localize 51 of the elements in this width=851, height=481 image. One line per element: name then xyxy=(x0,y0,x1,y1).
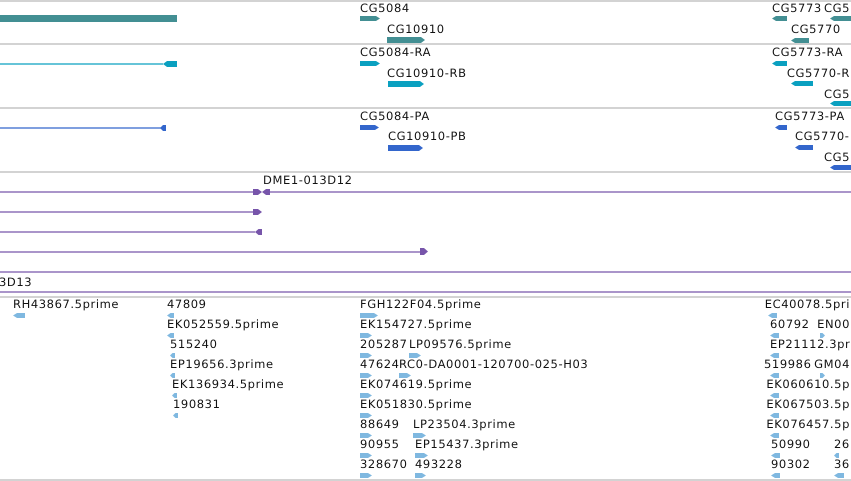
feature-label: CG10910-PB xyxy=(388,130,466,143)
feature-label: EK051830.5prime xyxy=(360,398,472,411)
feature-label: CG5773 xyxy=(772,2,822,15)
feature-label: RC0-DA0001-120700-025-H03 xyxy=(399,358,588,371)
feature-label: CG5 xyxy=(824,2,850,15)
feature-label: CG5084 xyxy=(360,2,410,15)
feature-label: CG5084-PA xyxy=(360,110,430,123)
feature-label: EK052559.5prime xyxy=(167,318,280,331)
feature-label: DME1-013D12 xyxy=(263,174,353,187)
feature-label: EK136934.5prime xyxy=(172,378,284,391)
feature-label: EK074619.5prime xyxy=(360,378,472,391)
feature-label: 47809 xyxy=(167,298,207,311)
feature-label: EK060610.5p xyxy=(766,378,850,391)
feature-label: CG10910-RB xyxy=(387,67,467,80)
feature-label: GM04 xyxy=(814,358,850,371)
feature-label: EN00 xyxy=(817,318,850,331)
feature-label: 90955 xyxy=(360,438,400,451)
feature-label: 88649 xyxy=(360,418,400,431)
feature-label: 205287 xyxy=(360,338,408,351)
feature-label: RH43867.5prime xyxy=(13,298,120,311)
feature-label: 328670 xyxy=(360,458,408,471)
feature-label: 60792 xyxy=(770,318,810,331)
feature-label: CG5 xyxy=(824,151,850,164)
feature-label: 90302 xyxy=(771,458,811,471)
feature-label: EP21112.3pri xyxy=(770,338,851,351)
feature-label: 47624 xyxy=(360,358,400,371)
feature-label: CG5773-RA xyxy=(772,46,844,59)
feature-label: CG5773-PA xyxy=(775,110,845,123)
feature-label: 519986 xyxy=(764,358,812,371)
feature-label: EC40078.5pri xyxy=(764,298,850,311)
feature-label: CG5770-R xyxy=(786,67,850,80)
feature-label: EP15437.3prime xyxy=(415,438,519,451)
feature-label: EK067503.5p xyxy=(766,398,850,411)
feature-label: 515240 xyxy=(170,338,218,351)
feature-label: 493228 xyxy=(415,458,462,471)
feature-label: 26 xyxy=(834,438,850,451)
feature-label: FGH122F04.5prime xyxy=(360,298,482,311)
feature-label: EP19656.3prime xyxy=(170,358,274,371)
feature-label: CG5770- xyxy=(795,130,850,143)
feature-label: 3D13 xyxy=(0,276,32,289)
feature-label: LP23504.3prime xyxy=(413,418,516,431)
feature-label: 190831 xyxy=(173,398,220,411)
feature-label: CG5 xyxy=(824,88,850,101)
feature-label: EK076457.5p xyxy=(766,418,850,431)
feature-label: LP09576.5prime xyxy=(409,338,512,351)
feature-label: CG10910 xyxy=(387,23,445,36)
feature-label: CG5084-RA xyxy=(360,46,432,59)
feature-label: EK154727.5prime xyxy=(360,318,472,331)
feature-label: 50990 xyxy=(771,438,811,451)
feature-label: CG5770 xyxy=(791,23,841,36)
feature-label: 36 xyxy=(834,458,850,471)
